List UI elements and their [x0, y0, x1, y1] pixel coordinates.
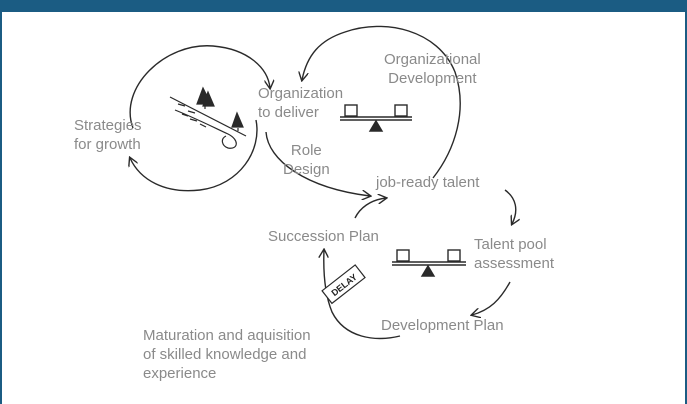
label-development-plan: Development Plan: [381, 317, 504, 334]
label-organization-to-deliver: Organization to deliver: [258, 85, 344, 121]
arrow-devplan-to-succession: [324, 250, 401, 340]
loop-left-top-arc: [129, 45, 270, 129]
arrow-talentpool-to-devplan: [472, 281, 511, 315]
balance-scale-icon: [340, 104, 412, 132]
label-organizational-development: Organizational Development: [384, 51, 481, 87]
label-role-design: Role Design: [283, 142, 330, 178]
loop-top-right-arc: [302, 25, 461, 179]
label-succession-plan: Succession Plan: [268, 228, 379, 245]
arrow-jobready-to-talentpool: [504, 189, 516, 224]
label-strategies-for-growth: Strategies for growth: [74, 117, 142, 153]
top-bar: [0, 0, 687, 12]
arrow-succession-to-jobready: [354, 198, 386, 219]
arrow-org-to-jobready: [265, 131, 370, 196]
label-job-ready-talent: job-ready talent: [376, 174, 480, 191]
label-maturation: Maturation and aquisition of skilled kno…: [143, 327, 311, 382]
delay-stamp: DELAY: [321, 264, 366, 305]
label-talent-pool-assessment: Talent pool assessment: [474, 236, 555, 272]
hill-with-trees-icon: [169, 86, 247, 149]
balance-scale-icon: [392, 249, 466, 277]
loop-left-bottom-arc: [130, 119, 258, 192]
